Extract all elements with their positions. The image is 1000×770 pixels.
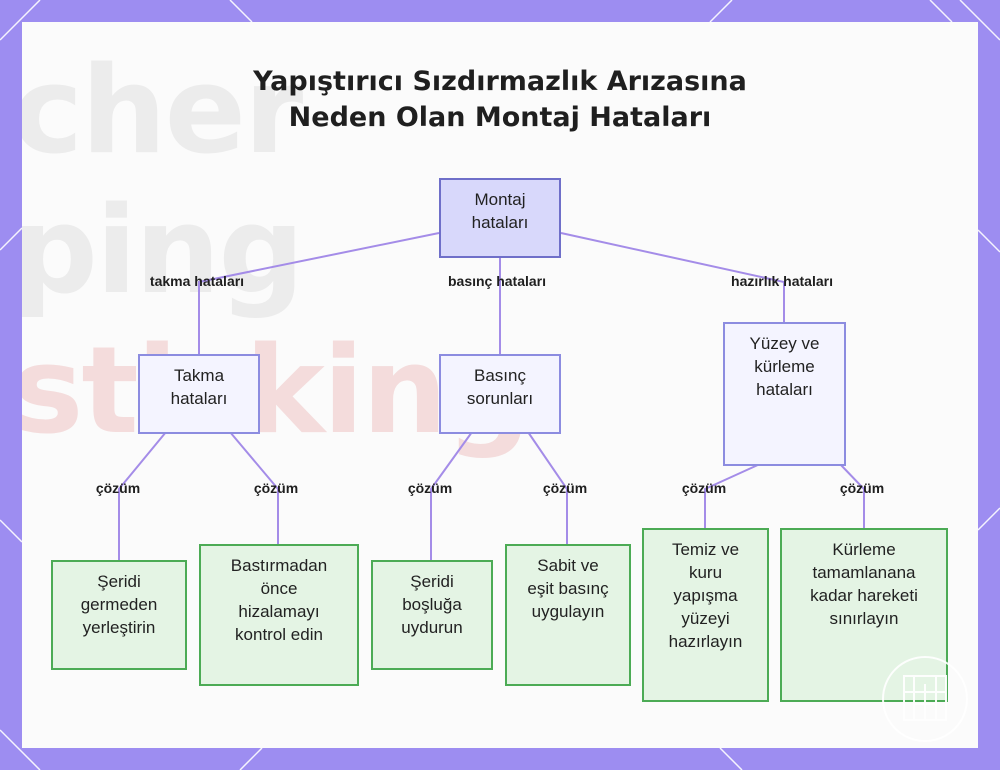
edge-root-yuzey <box>560 232 785 322</box>
node-label: Takma hataları <box>170 366 228 408</box>
node-basinc-sorunlari: Basınç sorunları <box>439 354 561 434</box>
node-montaj-hatalari: Montaj hataları <box>439 178 561 258</box>
node-label: Yüzey ve kürleme hataları <box>749 334 820 399</box>
edge-label-cozum: çözüm <box>253 480 299 496</box>
node-label: Şeridi germeden yerleştirin <box>80 572 158 637</box>
diagram-title: Yapıştırıcı Sızdırmazlık Arızasına Neden… <box>0 64 1000 136</box>
edge-label-basinc: basınç hataları <box>447 273 547 289</box>
node-seridi-bosluga: Şeridi boşluğa uydurun <box>371 560 493 670</box>
node-seridi-germeden: Şeridi germeden yerleştirin <box>51 560 187 670</box>
title-line-1: Yapıştırıcı Sızdırmazlık Arızasına <box>253 66 747 97</box>
node-label: Montaj hataları <box>471 190 529 232</box>
edge-label-cozum: çözüm <box>542 480 588 496</box>
edge-label-hazirlik: hazırlık hataları <box>731 273 833 289</box>
node-label: Sabit ve eşit basınç uygulayın <box>527 556 609 621</box>
node-label: Temiz ve kuru yapışma yüzeyi hazırlayın <box>668 540 743 651</box>
edge-basinc-leaf4 <box>527 431 568 544</box>
edge-label-takma: takma hataları <box>149 273 245 289</box>
node-bastirmadan-once: Bastırmadan önce hizalamayı kontrol edin <box>199 544 359 686</box>
node-takma-hatalari: Takma hataları <box>138 354 260 434</box>
node-sabit-esit-basinc: Sabit ve eşit basınç uygulayın <box>505 544 631 686</box>
node-temiz-kuru-yuzey: Temiz ve kuru yapışma yüzeyi hazırlayın <box>642 528 769 702</box>
background-watermark: cher <box>22 42 303 181</box>
edge-label-cozum: çözüm <box>407 480 453 496</box>
node-label: Şeridi boşluğa uydurun <box>401 572 463 637</box>
watermark-logo-icon <box>882 656 968 742</box>
node-label: Kürleme tamamlanana kadar hareketi sınır… <box>810 540 918 628</box>
title-line-2: Neden Olan Montaj Hataları <box>288 102 712 133</box>
edge-takma-leaf1 <box>118 431 167 560</box>
edge-yuzey-leaf5 <box>704 463 761 528</box>
edge-label-cozum: çözüm <box>95 480 141 496</box>
edge-yuzey-leaf6 <box>839 463 865 528</box>
edge-root-takma <box>198 232 440 354</box>
node-label: Bastırmadan önce hizalamayı kontrol edin <box>230 556 328 644</box>
background-watermark: ping <box>22 182 304 321</box>
node-yuzey-kurleme: Yüzey ve kürleme hataları <box>723 322 846 466</box>
edge-takma-leaf2 <box>229 431 279 544</box>
node-label: Basınç sorunları <box>466 366 534 408</box>
edge-label-cozum: çözüm <box>839 480 885 496</box>
edge-basinc-leaf3 <box>430 431 473 560</box>
edge-label-cozum: çözüm <box>681 480 727 496</box>
